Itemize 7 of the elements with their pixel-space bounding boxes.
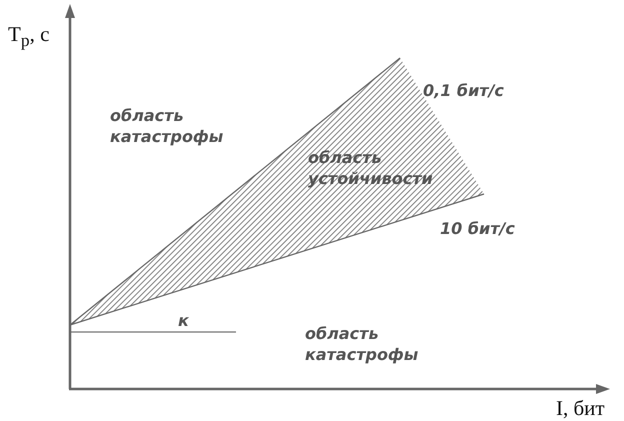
axis-title: T$_{р}$, с — [8, 22, 50, 52]
rate-label: 10 бит/с — [440, 218, 515, 239]
region-label: область катастрофы — [305, 323, 420, 365]
threshold-label: к — [178, 310, 189, 331]
axis-title: I, бит — [556, 396, 605, 421]
rate-label: 0,1 бит/с — [423, 80, 504, 101]
region-label: область катастрофы — [110, 105, 224, 147]
